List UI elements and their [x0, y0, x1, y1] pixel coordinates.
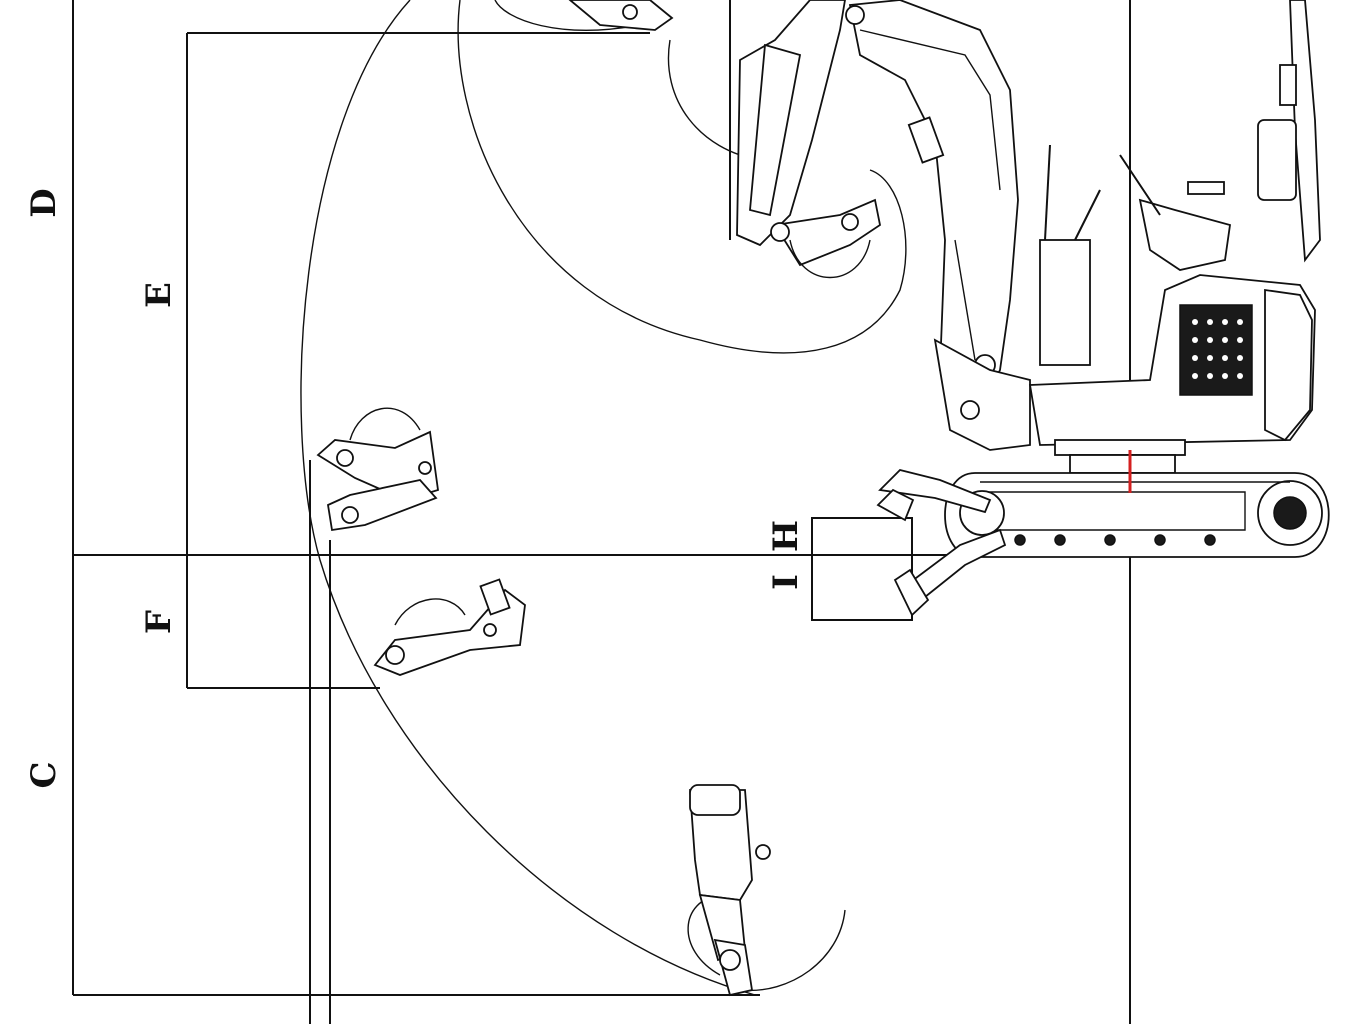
bucket-tip-arc-top	[494, 0, 641, 31]
label-c: C	[24, 761, 64, 788]
drive-sprocket-hub	[1273, 496, 1307, 530]
bucket-max-reach	[316, 407, 439, 532]
bucket-top	[568, 0, 674, 31]
blade-lower-edge	[893, 568, 930, 617]
arm-deep-digging	[689, 784, 771, 997]
control-lever-1	[1044, 144, 1051, 241]
excavator-upper-structure	[1028, 0, 1321, 446]
rops-upright	[1257, 119, 1297, 201]
blade-arm-upper	[878, 469, 992, 514]
bucket-positions	[316, 0, 771, 997]
undercarriage	[944, 472, 1330, 558]
dimension-labels: D C E F H I	[24, 188, 806, 788]
turntable	[1054, 439, 1186, 474]
blade	[876, 488, 915, 522]
control-lever-3	[1119, 154, 1161, 216]
dozer-blade	[876, 469, 1007, 617]
operator-seat	[1138, 198, 1232, 271]
label-d: D	[24, 188, 64, 217]
inner-arc	[457, 0, 907, 354]
blade-dimension-box	[811, 517, 913, 621]
label-f: F	[139, 610, 179, 634]
rops-top	[1279, 64, 1297, 106]
bucket-lower	[373, 578, 526, 676]
control-lever-2	[1074, 189, 1101, 241]
engine-grille	[1179, 304, 1253, 396]
excavator-boom	[845, 0, 1031, 451]
track-rollers	[1014, 534, 1216, 546]
grille-holes	[1192, 319, 1243, 379]
bucket-curl-arc-lower	[739, 909, 846, 992]
boom-cylinder	[907, 116, 945, 164]
label-i: I	[766, 574, 806, 590]
counterweight	[1264, 288, 1313, 442]
label-e: E	[139, 282, 179, 308]
label-h: H	[766, 520, 806, 552]
control-console	[1039, 239, 1091, 366]
boom-swing-bracket	[933, 338, 1031, 451]
max-reach-arc	[300, 0, 756, 996]
arm-mid-position	[736, 0, 882, 278]
fuel-cap	[1187, 181, 1225, 195]
